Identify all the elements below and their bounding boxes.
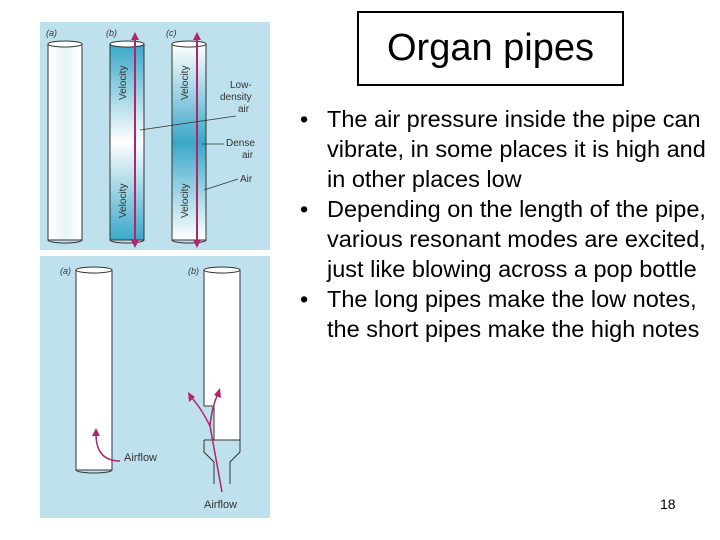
pipe-open xyxy=(75,266,121,474)
page-number: 18 xyxy=(660,496,676,512)
panel-label-a: (a) xyxy=(46,28,57,38)
panel-label-b: (b) xyxy=(188,266,199,276)
bullet-text: Depending on the length of the pipe, var… xyxy=(327,196,706,282)
bullet-icon: • xyxy=(300,286,309,312)
panel-label-c: (c) xyxy=(166,28,177,38)
pipe-velocity-diagram: (a) (b) (c) Velocity Velo xyxy=(46,28,255,248)
panel-label-a: (a) xyxy=(60,266,71,276)
pipe-flue xyxy=(188,266,241,493)
velocity-label: Velocity xyxy=(180,184,191,218)
velocity-label: Velocity xyxy=(118,184,129,218)
bullet-item: • The long pipes make the low notes, the … xyxy=(300,284,710,344)
bullet-item: • Depending on the length of the pipe, va… xyxy=(300,194,710,284)
pipe-velocity-figure: (a) (b) (c) Velocity Velo xyxy=(40,22,270,250)
bullet-item: • The air pressure inside the pipe can vi… xyxy=(300,104,710,194)
airflow-label: Airflow xyxy=(204,499,237,511)
pipe-c xyxy=(171,32,207,248)
panel-label-b: (b) xyxy=(106,28,117,38)
annotation-air: Air xyxy=(240,174,253,185)
bullet-text: The air pressure inside the pipe can vib… xyxy=(327,106,706,192)
bullet-list: • The air pressure inside the pipe can vi… xyxy=(300,104,710,344)
pipe-a xyxy=(47,40,83,244)
bullet-icon: • xyxy=(300,106,309,132)
annotation-low-density: Low- xyxy=(230,80,252,91)
pipe-airflow-diagram: (a) (b) Airflow Airflow xyxy=(60,266,241,511)
airflow-label: Airflow xyxy=(124,452,157,464)
velocity-label: Velocity xyxy=(180,66,191,100)
title-box: Organ pipes xyxy=(357,11,624,86)
annotation-low-density: air xyxy=(238,104,250,115)
annotation-dense: air xyxy=(242,150,254,161)
bullet-icon: • xyxy=(300,196,309,222)
pipe-airflow-figure: (a) (b) Airflow Airflow xyxy=(40,256,270,518)
velocity-label: Velocity xyxy=(118,66,129,100)
pipe-b xyxy=(109,32,145,248)
bullet-text: The long pipes make the low notes, the s… xyxy=(327,286,700,342)
annotation-low-density: density xyxy=(220,92,252,103)
slide-title: Organ pipes xyxy=(386,27,594,69)
annotation-dense: Dense xyxy=(226,138,255,149)
